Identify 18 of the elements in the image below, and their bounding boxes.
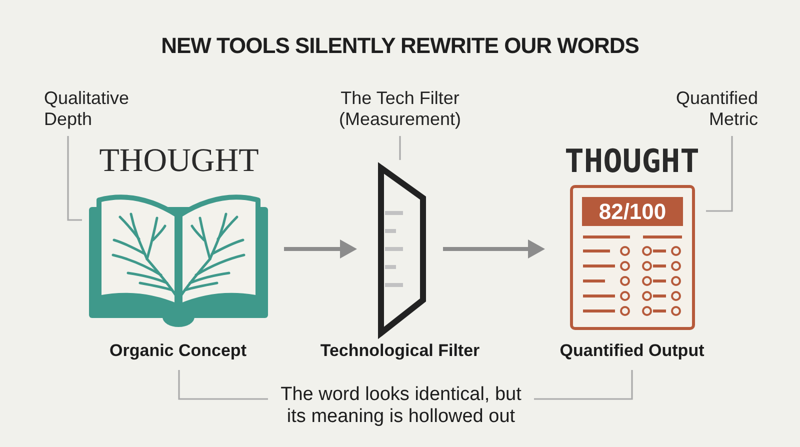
arrow	[284, 240, 357, 258]
node-label: Organic Concept	[110, 341, 246, 361]
leader-line	[178, 370, 268, 400]
annotation-label: Qualitative Depth	[44, 88, 134, 136]
heading: THOUGHT	[564, 142, 700, 180]
heading: THOUGHT	[99, 142, 259, 180]
leader-line	[399, 136, 401, 160]
leader-line	[67, 136, 82, 221]
annotation-label: The Tech Filter (Measurement)	[336, 88, 464, 136]
score-banner: 82/100	[582, 197, 683, 226]
node-label: Technological Filter	[320, 341, 480, 361]
arrow	[443, 240, 545, 258]
node-label: Quantified Output	[560, 341, 704, 361]
annotation-label: Quantified Metric	[668, 88, 758, 136]
title: NEW TOOLS SILENTLY REWRITE OUR WORDS	[161, 32, 639, 60]
note-text: The word looks identical, but its meaning is hollowed out	[268, 383, 534, 429]
leader-line	[534, 370, 633, 400]
leader-line	[706, 136, 733, 212]
